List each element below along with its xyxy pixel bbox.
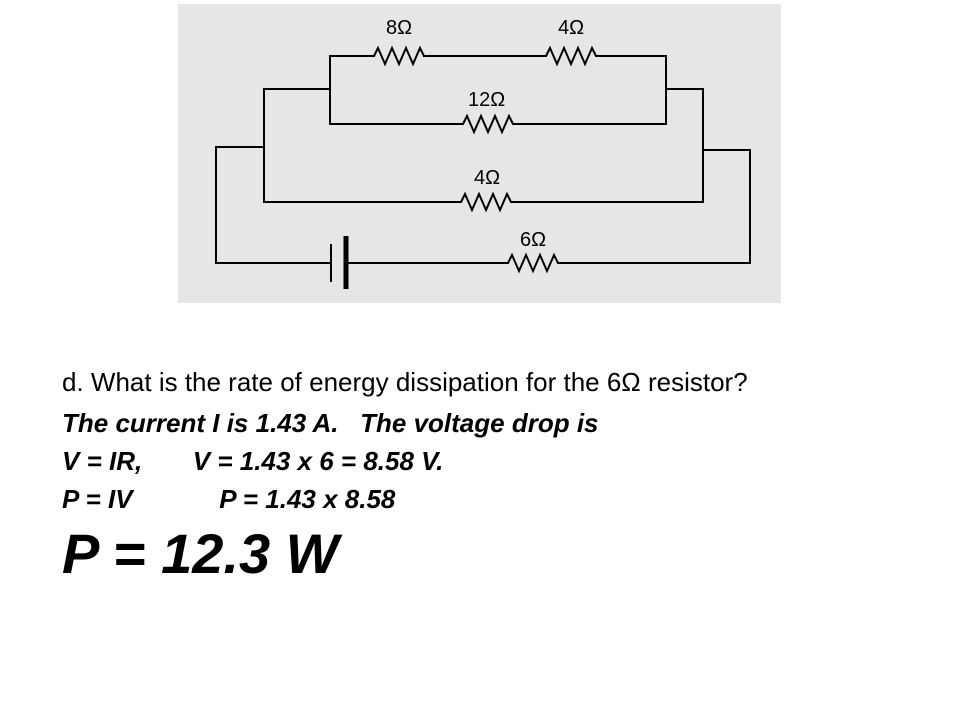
label-8-ohm: 8Ω (386, 17, 412, 39)
resistor-12-ohm (462, 113, 514, 135)
wire (595, 55, 667, 90)
label-6-ohm: 6Ω (520, 229, 546, 251)
resistor-4-ohm-middle (460, 191, 512, 213)
diagram-background (178, 4, 781, 303)
label-12-ohm: 12Ω (468, 89, 505, 111)
content: d. What is the rate of energy dissipatio… (62, 364, 942, 590)
resistor-6-ohm (507, 252, 559, 274)
wire (557, 149, 751, 264)
circuit-svg: 8Ω 4Ω 12Ω 4Ω 6Ω (178, 4, 781, 303)
answer-line-1: The current I is 1.43 A. The voltage dro… (62, 408, 599, 438)
branch-12 (263, 88, 704, 148)
wire (510, 146, 704, 203)
resistor-8-ohm (373, 45, 425, 67)
answer-line-3: P = IV P = 1.43 x 8.58 (62, 484, 396, 514)
outer-loop (215, 146, 751, 289)
circuit-diagram: 8Ω 4Ω 12Ω 4Ω 6Ω (178, 4, 781, 303)
result-text: P = 12.3 W (62, 522, 339, 585)
branch-top (329, 45, 667, 90)
question-text: d. What is the rate of energy dissipatio… (62, 367, 748, 397)
wire (263, 146, 462, 203)
wire (263, 88, 464, 148)
branch-4 (263, 146, 704, 213)
wire (329, 55, 375, 90)
label-4-ohm-middle: 4Ω (474, 167, 500, 189)
label-4-ohm-top: 4Ω (558, 17, 584, 39)
resistor-4-ohm-top (545, 45, 597, 67)
wire (215, 146, 331, 264)
answer-line-2: V = IR, V = 1.43 x 6 = 8.58 V. (62, 446, 444, 476)
wire (512, 88, 704, 148)
